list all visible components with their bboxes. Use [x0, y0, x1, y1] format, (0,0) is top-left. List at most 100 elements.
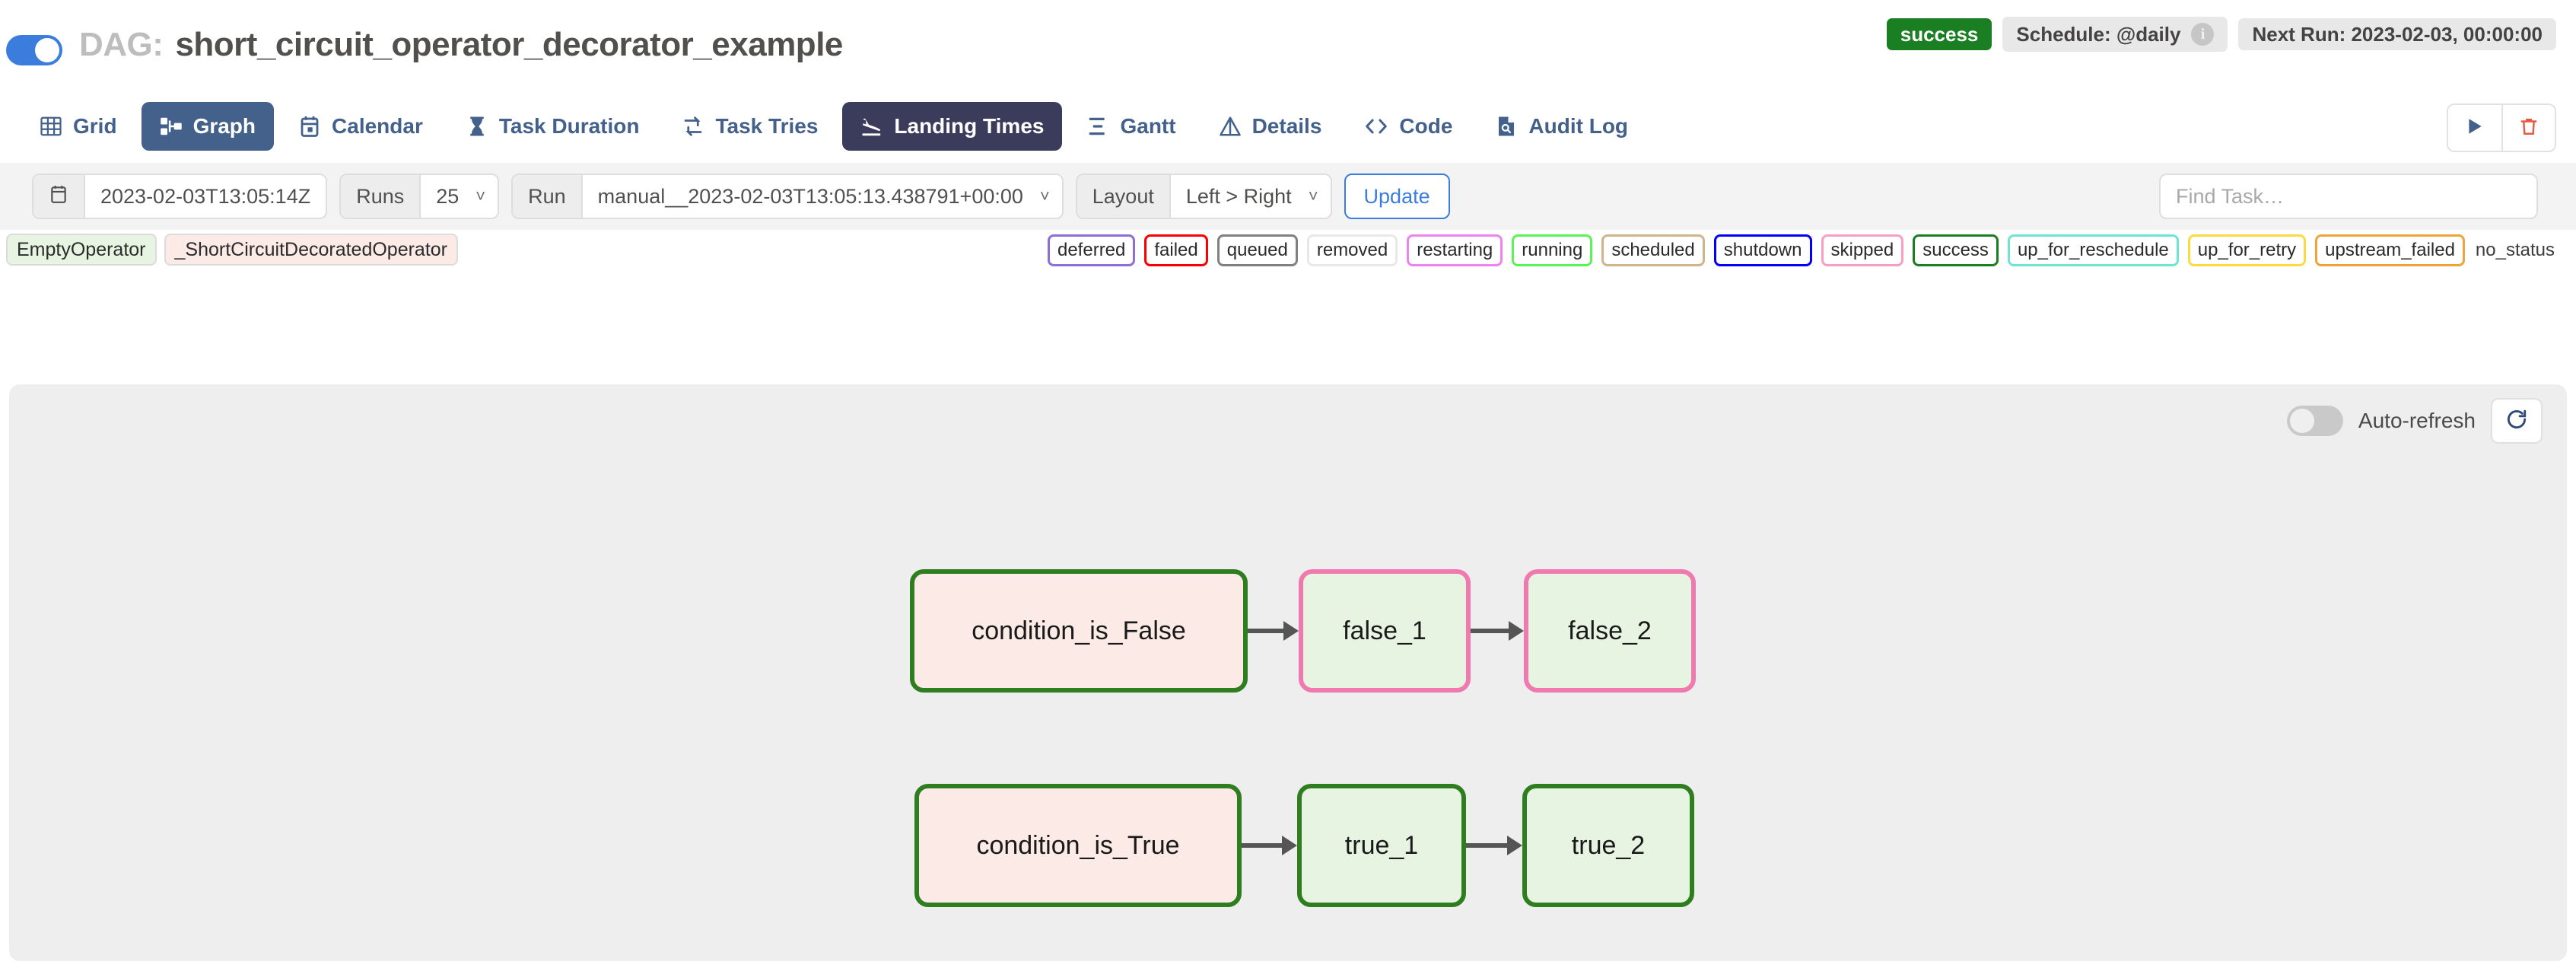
graph-edge-arrowhead — [1282, 836, 1297, 855]
auto-refresh-label: Auto-refresh — [2358, 409, 2476, 432]
tab-label: Details — [1251, 114, 1322, 138]
layout-label: Layout — [1077, 175, 1171, 218]
tab-label: Calendar — [332, 114, 423, 138]
refresh-icon — [2505, 408, 2528, 435]
header-status-group: success Schedule: @daily i Next Run: 202… — [1886, 17, 2556, 52]
chevron-down-icon: ˅ — [475, 186, 486, 205]
operator-legend-chip[interactable]: EmptyOperator — [6, 233, 157, 266]
tab-label: Gantt — [1120, 114, 1176, 138]
status-legend-chip[interactable]: running — [1512, 234, 1593, 266]
tab-label: Task Duration — [498, 114, 640, 138]
execution-date-group: 2023-02-03T13:05:14Z — [32, 174, 328, 219]
runs-group: Runs 25 ˅ — [339, 174, 500, 219]
trigger-dag-button[interactable] — [2448, 105, 2501, 151]
status-legend-chip[interactable]: no_status — [2473, 237, 2556, 264]
dag-prefix-label: DAG: — [79, 26, 164, 63]
status-legend-chip[interactable]: up_for_retry — [2187, 234, 2307, 266]
status-legend-chip[interactable]: restarting — [1407, 234, 1503, 266]
dag-header: DAG: short_circuit_operator_decorator_ex… — [0, 0, 2576, 90]
graph-node[interactable]: condition_is_False — [910, 569, 1248, 693]
status-legend-chip[interactable]: queued — [1216, 234, 1298, 266]
calendar-icon — [49, 183, 68, 210]
dag-pause-toggle[interactable] — [6, 35, 62, 65]
code-icon — [1364, 115, 1388, 138]
status-legend-chip[interactable]: upstream_failed — [2315, 234, 2465, 266]
status-legend-chip[interactable]: shutdown — [1713, 234, 1812, 266]
graph-icon — [160, 115, 183, 138]
execution-date-input[interactable]: 2023-02-03T13:05:14Z — [85, 175, 326, 218]
auto-refresh-toggle[interactable] — [2286, 406, 2343, 436]
tab-code[interactable]: Code — [1346, 102, 1471, 151]
tab-label: Task Tries — [715, 114, 819, 138]
schedule-label: Schedule: @daily — [2016, 23, 2181, 46]
retry-icon — [682, 115, 704, 138]
status-legend-chip[interactable]: deferred — [1047, 234, 1136, 266]
calendar-icon — [298, 115, 321, 138]
play-icon — [2465, 116, 2485, 141]
refresh-button[interactable] — [2491, 398, 2543, 444]
graph-edge-arrowhead — [1283, 621, 1299, 641]
graph-node[interactable]: condition_is_True — [914, 784, 1242, 907]
status-legend-chip[interactable]: success — [1913, 234, 1999, 266]
dag-graph-canvas[interactable]: condition_is_False false_1 false_2 conditio… — [9, 384, 2567, 961]
run-value: manual__2023-02-03T13:05:13.438791+00:00 — [597, 184, 1023, 208]
info-icon[interactable]: i — [2191, 23, 2215, 46]
schedule-badge: Schedule: @daily i — [2002, 17, 2228, 52]
status-legend-chip[interactable]: skipped — [1821, 234, 1904, 266]
runs-select[interactable]: 25 ˅ — [421, 175, 498, 218]
update-button[interactable]: Update — [1344, 174, 1450, 219]
legend-row: EmptyOperator_ShortCircuitDecoratedOpera… — [0, 230, 2576, 269]
tab-label: Code — [1399, 114, 1453, 138]
status-legend-chip[interactable]: up_for_reschedule — [2007, 234, 2179, 266]
graph-filter-bar: 2023-02-03T13:05:14Z Runs 25 ˅ Run manua… — [0, 163, 2576, 230]
run-label: Run — [513, 175, 583, 218]
date-picker-button[interactable] — [33, 175, 85, 218]
layout-group: Layout Left > Right ˅ — [1075, 174, 1332, 219]
find-task-input[interactable]: Find Task… — [2159, 174, 2538, 219]
graph-edge — [1242, 843, 1283, 848]
tab-landing-times[interactable]: Landing Times — [842, 102, 1063, 151]
graph-edge-arrowhead — [1509, 621, 1524, 641]
graph-edge-arrowhead — [1507, 836, 1522, 855]
status-legend-chip[interactable]: removed — [1306, 234, 1398, 266]
chevron-down-icon: ˅ — [1039, 186, 1050, 205]
chevron-down-icon: ˅ — [1308, 186, 1318, 205]
tab-label: Grid — [73, 114, 117, 138]
graph-node[interactable]: false_2 — [1524, 569, 1696, 693]
tab-graph[interactable]: Graph — [141, 102, 275, 151]
layout-select[interactable]: Left > Right ˅ — [1170, 175, 1331, 218]
tab-task-tries[interactable]: Task Tries — [663, 102, 836, 151]
run-select[interactable]: manual__2023-02-03T13:05:13.438791+00:00… — [582, 175, 1062, 218]
graph-panel: Auto-refresh condition_is_False false_1 fa… — [9, 384, 2567, 961]
operator-legend-chip[interactable]: _ShortCircuitDecoratedOperator — [164, 233, 459, 266]
delete-dag-button[interactable] — [2501, 105, 2555, 151]
graph-node[interactable]: false_1 — [1299, 569, 1471, 693]
tab-task-duration[interactable]: Task Duration — [447, 102, 658, 151]
graph-edge — [1248, 629, 1285, 633]
dag-status-badge: success — [1886, 18, 1992, 50]
tab-label: Audit Log — [1528, 114, 1629, 138]
graph-node[interactable]: true_1 — [1297, 784, 1466, 907]
tab-grid[interactable]: Grid — [21, 102, 135, 151]
operator-legend: EmptyOperator_ShortCircuitDecoratedOpera… — [6, 233, 459, 266]
grid-icon — [40, 115, 62, 138]
run-group: Run manual__2023-02-03T13:05:13.438791+0… — [511, 174, 1064, 219]
dag-pause-toggle-knob — [35, 38, 59, 62]
graph-node[interactable]: true_2 — [1522, 784, 1694, 907]
tab-label: Landing Times — [894, 114, 1045, 138]
next-run-badge: Next Run: 2023-02-03, 00:00:00 — [2238, 18, 2556, 50]
layout-value: Left > Right — [1185, 184, 1292, 208]
tab-audit-log[interactable]: Audit Log — [1477, 102, 1646, 151]
status-legend-chip[interactable]: failed — [1144, 234, 1208, 266]
status-legend-chip[interactable]: scheduled — [1601, 234, 1705, 266]
tab-gantt[interactable]: Gantt — [1068, 102, 1194, 151]
audit-log-icon — [1495, 115, 1518, 138]
tab-details[interactable]: Details — [1201, 102, 1340, 151]
landing-plane-icon — [860, 115, 883, 138]
dag-title: short_circuit_operator_decorator_example — [175, 26, 843, 63]
runs-label: Runs — [341, 175, 421, 218]
auto-refresh-toggle-knob — [2289, 409, 2314, 433]
tab-calendar[interactable]: Calendar — [280, 102, 441, 151]
runs-value: 25 — [436, 184, 460, 208]
